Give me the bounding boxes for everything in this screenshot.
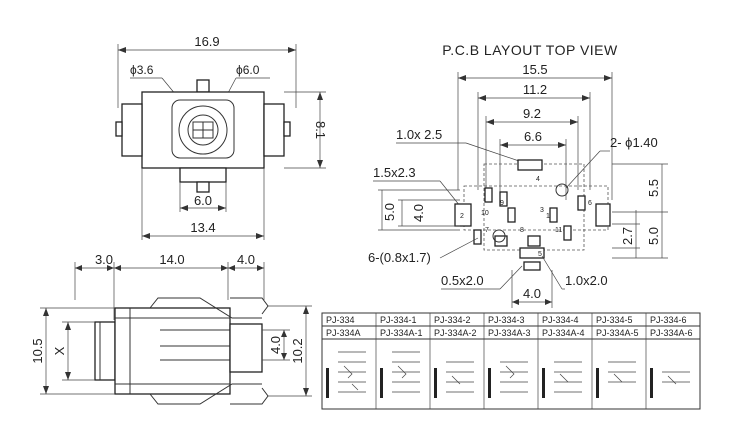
- dim-4-0-right: 4.0: [268, 336, 283, 354]
- pin-label: 7: [485, 227, 489, 234]
- pin-label: 4: [536, 176, 540, 183]
- table-cell: PJ-334A-3: [488, 328, 531, 338]
- table-cell: PJ-334A: [326, 328, 361, 338]
- table-cell: PJ-334-2: [434, 315, 471, 325]
- pad-7: [473, 229, 482, 245]
- pcb-layout: P.C.B LAYOUT TOP VIEW 15.5 11.2 9.2 6.6 …: [368, 42, 668, 308]
- dim-9-2: 9.2: [523, 106, 541, 121]
- dim-13-4: 13.4: [190, 220, 215, 235]
- pad-8: [527, 235, 541, 247]
- table-cell: PJ-334A-5: [596, 328, 639, 338]
- table-cell: PJ-334-5: [596, 315, 633, 325]
- dim-right-5-5: 5.5: [646, 179, 661, 197]
- pin-label: 10: [481, 210, 489, 217]
- pad-11: [563, 225, 572, 241]
- table-cell: PJ-334: [326, 315, 355, 325]
- table-cell: PJ-334A-1: [380, 328, 423, 338]
- pad-2: [454, 203, 472, 227]
- label-pad-0-8x1-7: 6-(0.8x1.7): [368, 250, 431, 265]
- pin-label: 6: [588, 200, 592, 207]
- pin-label: 3: [540, 207, 544, 214]
- pin-label: 11: [555, 227, 562, 234]
- dim-4-0-top: 4.0: [237, 252, 255, 267]
- label-pad-1-0x2-0: 1.0x2.0: [565, 273, 608, 288]
- dim-right-5-0: 5.0: [646, 227, 661, 245]
- pin-label: 5: [538, 251, 542, 258]
- dim-8-1: 8.1: [313, 121, 328, 139]
- dim-hole-3-6: ϕ3.6: [130, 63, 154, 77]
- socket-inner-circle: [187, 114, 219, 146]
- pad-c: [507, 207, 516, 223]
- side-view: 3.0 14.0 4.0 10.5 X: [30, 252, 312, 405]
- pad-1: [523, 261, 541, 271]
- pad-3: [549, 207, 558, 223]
- table-cell: PJ-334A-4: [542, 328, 585, 338]
- label-pad-0-5x2-0: 0.5x2.0: [441, 273, 484, 288]
- table-cell: PJ-334-6: [650, 315, 687, 325]
- dim-16-9: 16.9: [194, 34, 219, 49]
- table-cell: PJ-334A-6: [650, 328, 693, 338]
- table-cell: PJ-334A-2: [434, 328, 477, 338]
- pad-6a: [577, 195, 586, 211]
- mount-hole-left: [492, 229, 506, 243]
- top-view: 16.9 ϕ3.6 ϕ6.0 8.1: [115, 34, 328, 240]
- pad-4: [517, 159, 543, 171]
- pin-label: 2: [460, 213, 464, 220]
- dim-10-2: 10.2: [290, 338, 305, 363]
- mount-hole-right: [555, 183, 569, 197]
- pad-10: [484, 187, 493, 203]
- dim-11-2: 11.2: [523, 82, 547, 97]
- dim-right-2-7: 2.7: [620, 227, 635, 245]
- dim-left-4-0: 4.0: [411, 204, 426, 222]
- dim-10-5: 10.5: [30, 338, 45, 363]
- dim-14-0: 14.0: [159, 252, 184, 267]
- socket-outer-circle: [178, 105, 228, 155]
- label-pad-1-5x2-3: 1.5x2.3: [373, 165, 416, 180]
- pin-label: 1: [546, 213, 550, 220]
- schematic-symbols: [326, 351, 690, 398]
- dim-6-6: 6.6: [524, 129, 542, 144]
- table-cell: PJ-334-3: [488, 315, 525, 325]
- dim-left-5-0: 5.0: [382, 203, 397, 221]
- variant-table: PJ-334 PJ-334-1 PJ-334-2 PJ-334-3 PJ-334…: [321, 312, 701, 410]
- pin-label: 9: [500, 200, 504, 207]
- label-pad-1-0x2-5: 1.0x 2.5: [396, 127, 442, 142]
- pad-9: [499, 191, 508, 207]
- table-cell: PJ-334-1: [380, 315, 417, 325]
- dim-bottom-4-0: 4.0: [523, 286, 541, 301]
- dim-6-0: 6.0: [194, 193, 212, 208]
- pcb-title: P.C.B LAYOUT TOP VIEW: [442, 42, 618, 58]
- label-holes-1-40: 2- ϕ1.40: [610, 135, 658, 150]
- pad-5: [519, 247, 545, 259]
- dim-x: X: [52, 346, 67, 355]
- dim-hole-6-0: ϕ6.0: [236, 63, 260, 77]
- pin-label: 8: [520, 227, 524, 234]
- pad-6: [595, 203, 611, 227]
- dim-15-5: 15.5: [522, 62, 547, 77]
- table-cell: PJ-334-4: [542, 315, 579, 325]
- dim-3-0: 3.0: [95, 252, 113, 267]
